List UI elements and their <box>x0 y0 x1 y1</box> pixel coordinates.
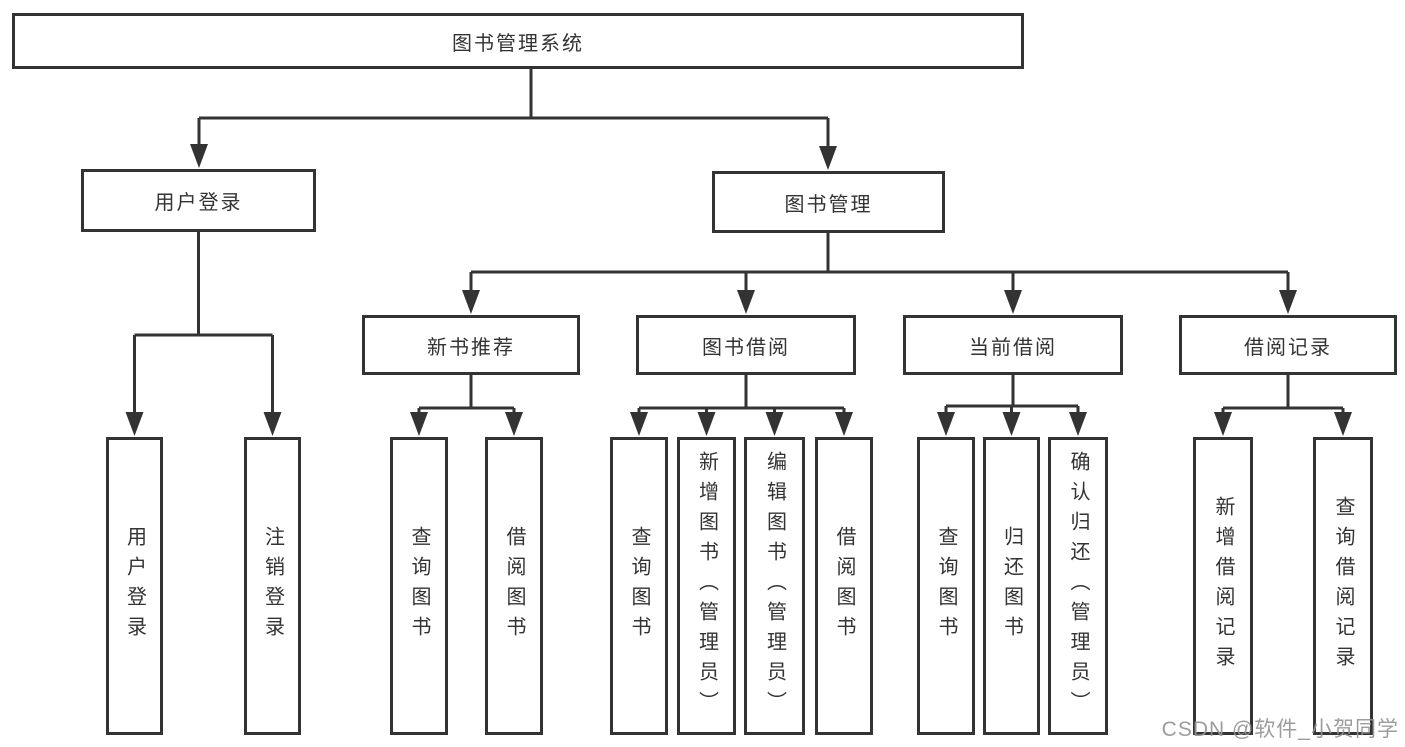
leaf-confirm-return-admin: 确认归还（管理员） <box>1048 437 1108 735</box>
leaf-logout-label: 注销登录 <box>261 526 284 646</box>
leaf-query-books-current-label: 查询图书 <box>935 526 957 646</box>
leaf-return-books: 归还图书 <box>983 437 1040 735</box>
leaf-query-books-borrow-label: 查询图书 <box>628 526 650 646</box>
current-borrow-box: 当前借阅 <box>903 315 1123 375</box>
leaf-borrow-books-label: 借阅图书 <box>833 526 855 646</box>
borrow-records-label: 借阅记录 <box>1244 336 1332 359</box>
leaf-query-borrow-record: 查询借阅记录 <box>1313 437 1373 735</box>
user-login-label: 用户登录 <box>154 192 243 214</box>
new-book-recommend-box: 新书推荐 <box>362 315 580 375</box>
leaf-query-borrow-record-label: 查询借阅记录 <box>1332 496 1354 676</box>
leaf-logout: 注销登录 <box>244 437 301 735</box>
leaf-borrow-books-recommend-label: 借阅图书 <box>503 526 525 646</box>
new-book-recommend-label: 新书推荐 <box>427 336 515 359</box>
csdn-watermark: CSDN @软件_小贺同学 <box>1161 718 1399 741</box>
leaf-borrow-books-recommend: 借阅图书 <box>485 437 543 735</box>
book-borrow-label: 图书借阅 <box>702 336 790 359</box>
leaf-user-login-label: 用户登录 <box>123 526 146 646</box>
leaf-user-login: 用户登录 <box>106 437 163 735</box>
leaf-query-books-current: 查询图书 <box>917 437 975 735</box>
leaf-add-books-admin: 新增图书（管理员） <box>677 437 736 735</box>
leaf-add-borrow-record: 新增借阅记录 <box>1193 437 1253 735</box>
leaf-query-books-recommend: 查询图书 <box>390 437 448 735</box>
book-management-label: 图书管理 <box>784 193 873 216</box>
borrow-records-box: 借阅记录 <box>1179 315 1397 375</box>
leaf-query-books-borrow: 查询图书 <box>610 437 668 735</box>
user-login-box: 用户登录 <box>81 169 316 232</box>
leaf-return-books-label: 归还图书 <box>1000 526 1023 646</box>
leaf-edit-books-admin-label: 编辑图书（管理员） <box>763 451 786 721</box>
leaf-borrow-books: 借阅图书 <box>815 437 873 735</box>
current-borrow-label: 当前借阅 <box>969 336 1057 359</box>
root-box-library-system: 图书管理系统 <box>12 13 1024 69</box>
leaf-add-borrow-record-label: 新增借阅记录 <box>1212 496 1234 676</box>
book-borrow-box: 图书借阅 <box>636 315 856 375</box>
leaf-query-books-recommend-label: 查询图书 <box>408 526 430 646</box>
root-label: 图书管理系统 <box>452 32 584 55</box>
leaf-edit-books-admin: 编辑图书（管理员） <box>744 437 805 735</box>
book-management-box: 图书管理 <box>712 171 945 233</box>
leaf-confirm-return-admin-label: 确认归还（管理员） <box>1067 451 1089 721</box>
leaf-add-books-admin-label: 新增图书（管理员） <box>695 451 718 721</box>
